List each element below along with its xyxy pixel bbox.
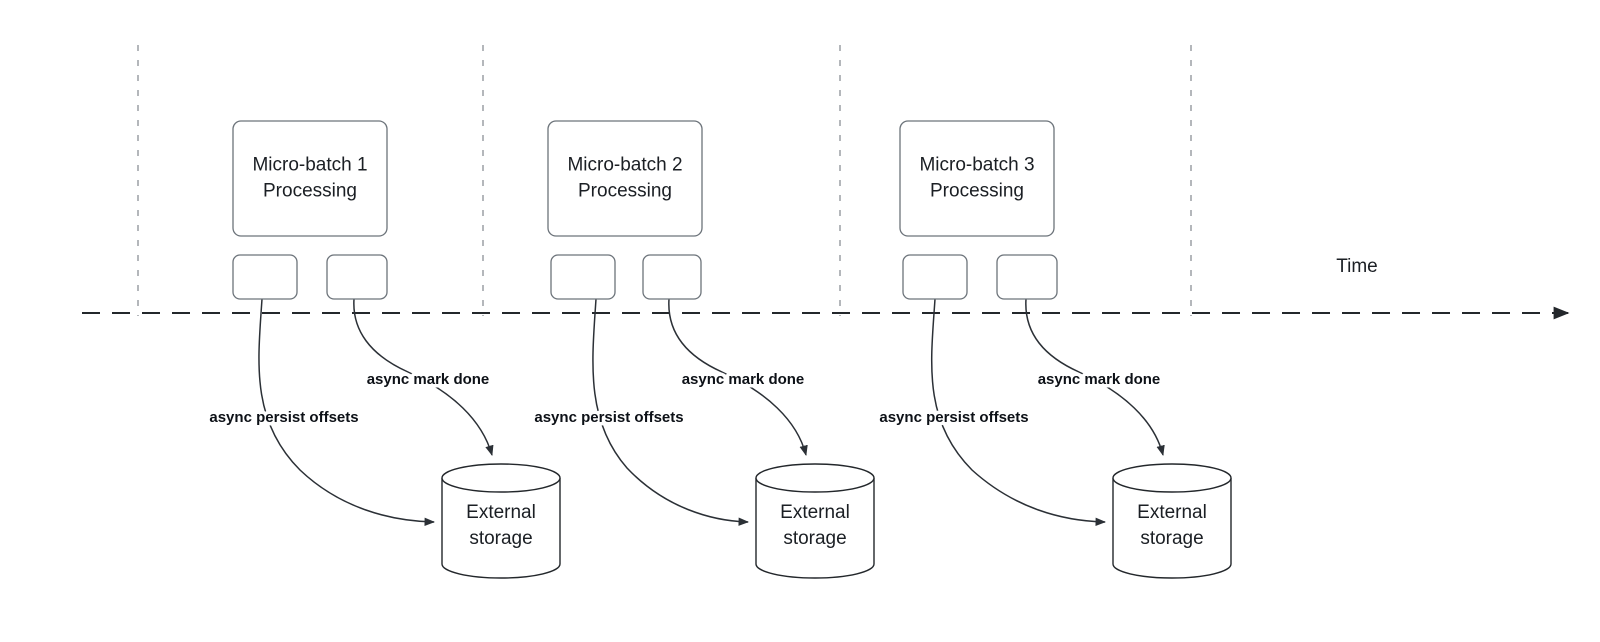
micro-batch-box-2[interactable] xyxy=(547,120,703,237)
micro-batch-label-line2-1: Processing xyxy=(263,181,357,202)
task-box-task-1a[interactable] xyxy=(232,254,298,300)
group-3: External storage Micro-batch 3 Processing as… xyxy=(876,120,1232,579)
micro-batch-label-line1-1: Micro-batch 1 xyxy=(252,155,367,176)
task-box-task-2a[interactable] xyxy=(550,254,616,300)
edge-label-persist-offsets-1: async persist offsets xyxy=(209,409,358,426)
edge-mark-done-3 xyxy=(1025,298,1165,457)
edge-persist-offsets-3 xyxy=(930,298,1107,526)
storage-label-line2-2: storage xyxy=(783,528,846,549)
storage-label-line2-3: storage xyxy=(1140,528,1203,549)
edge-label-mark-done-3: async mark done xyxy=(1038,371,1161,388)
edge-label-mark-done-2: async mark done xyxy=(682,371,805,388)
edge-persist-offsets-2 xyxy=(592,298,750,526)
storage-cylinder-body-3 xyxy=(1112,478,1232,579)
micro-batch-label-line1-2: Micro-batch 2 xyxy=(567,155,682,176)
separator-lines xyxy=(137,45,1192,316)
edge-label-persist-offsets-3: async persist offsets xyxy=(879,409,1028,426)
micro-batch-label-line1-3: Micro-batch 3 xyxy=(919,155,1034,176)
storage-cylinder-top-2 xyxy=(755,463,875,493)
group-2: External storage Micro-batch 2 Processing as… xyxy=(531,120,875,579)
micro-batch-box-1[interactable] xyxy=(232,120,388,237)
storage-label-line2-1: storage xyxy=(469,528,532,549)
storage-cylinder-top-1 xyxy=(441,463,561,493)
edge-label-halo-mark-done-1: async mark done xyxy=(367,371,490,388)
task-box-task-3a[interactable] xyxy=(902,254,968,300)
storage-label-line1-3: External xyxy=(1137,502,1207,523)
micro-batch-label-line2-3: Processing xyxy=(930,181,1024,202)
micro-batch-label-line2-2: Processing xyxy=(578,181,672,202)
edge-label-halo-persist-offsets-1: async persist offsets xyxy=(209,409,358,426)
storage-label-line1-1: External xyxy=(466,502,536,523)
edge-label-halo-mark-done-2: async mark done xyxy=(682,371,805,388)
edge-label-persist-offsets-2: async persist offsets xyxy=(534,409,683,426)
storage-cylinder-body-1 xyxy=(441,478,561,579)
storage-cylinder-body-2 xyxy=(755,478,875,579)
time-axis: Time xyxy=(82,256,1570,320)
storage-cylinder-top-3 xyxy=(1112,463,1232,493)
task-box-task-1b[interactable] xyxy=(326,254,388,300)
group-layer: External storage Micro-batch 1 Processing as… xyxy=(206,120,1232,579)
edge-mark-done-2 xyxy=(668,298,808,457)
storage-label-line1-2: External xyxy=(780,502,850,523)
edge-label-halo-mark-done-3: async mark done xyxy=(1038,371,1161,388)
edge-mark-done-1 xyxy=(353,298,494,457)
task-box-task-2b[interactable] xyxy=(642,254,702,300)
task-box-task-3b[interactable] xyxy=(996,254,1058,300)
group-1: External storage Micro-batch 1 Processing as… xyxy=(206,120,561,579)
edge-persist-offsets-1 xyxy=(258,298,436,526)
edge-label-halo-persist-offsets-2: async persist offsets xyxy=(534,409,683,426)
edge-label-mark-done-1: async mark done xyxy=(367,371,490,388)
time-axis-label: Time xyxy=(1336,256,1378,277)
micro-batch-box-3[interactable] xyxy=(899,120,1055,237)
edge-label-halo-persist-offsets-3: async persist offsets xyxy=(879,409,1028,426)
